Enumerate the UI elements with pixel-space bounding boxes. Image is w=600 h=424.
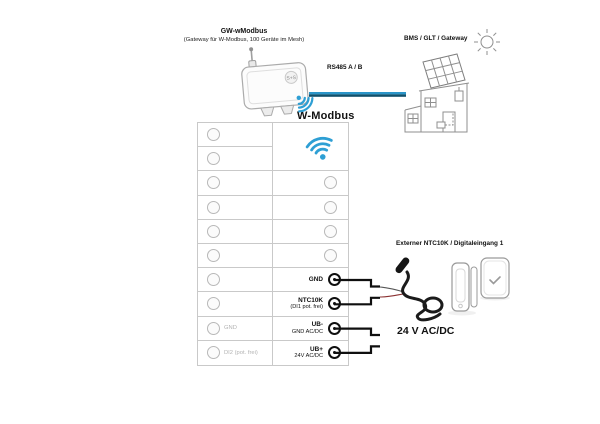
device-logo: S+S <box>286 75 297 82</box>
terminal-cell <box>273 220 348 244</box>
terminal-circle <box>207 273 220 287</box>
terminal-ring <box>328 297 341 311</box>
wifi-icon <box>305 136 333 160</box>
terminal-cell <box>198 292 273 317</box>
terminal-circle <box>207 321 220 335</box>
terminal-ring <box>328 273 341 287</box>
ntc-sensor-photo <box>395 257 444 322</box>
gateway-device-illustration: S+S <box>241 47 309 117</box>
gateway-subtitle: (Gateway für W-Modbus, 100 Geräte im Mes… <box>183 36 305 43</box>
terminal-cell <box>198 123 273 148</box>
rs485-bus-line <box>309 92 406 97</box>
terminal-block: GND DI2 (pot. frei) GND <box>197 122 349 366</box>
terminal-ub-plus: UB+ 24V AC/DC <box>273 341 348 365</box>
terminal-ub-minus: UB- GND AC/DC <box>273 317 348 341</box>
sensor-lead <box>379 286 405 293</box>
terminal-circle <box>207 224 220 238</box>
terminal-circle <box>207 128 220 142</box>
terminal-cell-di2: DI2 (pot. frei) <box>198 340 273 365</box>
terminal-ntc10k: NTC10K (DI1 pot. frei) <box>273 292 348 317</box>
gateway-label: GW-wModbus (Gateway für W-Modbus, 100 Ge… <box>158 28 330 44</box>
terminal-label-group: GND <box>308 275 323 283</box>
terminal-cell <box>198 147 273 172</box>
terminal-cell <box>198 195 273 220</box>
terminal-cell <box>198 171 273 196</box>
terminal-circle <box>324 200 337 214</box>
terminal-cell <box>273 196 348 220</box>
terminal-circle <box>207 346 220 360</box>
terminal-circle <box>207 152 220 166</box>
building-illustration <box>404 29 500 133</box>
terminal-label-group: UB+ 24V AC/DC <box>294 345 323 360</box>
bms-label: BMS / GLT / Gateway <box>404 35 468 42</box>
sun-icon <box>474 29 500 55</box>
terminal-cell <box>198 219 273 244</box>
terminal-gnd: GND <box>273 268 348 293</box>
wmodbus-radio-cell <box>273 123 348 172</box>
terminal-ring <box>328 321 341 335</box>
terminal-circle <box>324 224 337 238</box>
rs485-label: RS485 A / B <box>327 64 363 71</box>
terminal-label: GND <box>224 325 237 332</box>
terminal-circle <box>324 249 337 263</box>
room-sensor-photo <box>480 257 510 301</box>
terminal-label-group: NTC10K (DI1 pot. frei) <box>290 296 323 311</box>
wmodbus-label: W-Modbus <box>297 110 355 122</box>
terminal-circle <box>207 249 220 263</box>
terminal-circle <box>207 200 220 214</box>
terminal-ring <box>328 346 341 360</box>
terminal-cell <box>273 244 348 269</box>
window-contact-photo <box>448 262 478 316</box>
terminal-circle <box>207 297 220 311</box>
terminal-label-group: UB- GND AC/DC <box>291 321 323 335</box>
external-input-label: Externer NTC10K / Digitaleingang 1 <box>396 240 504 247</box>
terminal-cell-gnd: GND <box>198 316 273 341</box>
terminal-circle <box>324 176 337 190</box>
gateway-title: GW-wModbus <box>220 28 268 35</box>
terminal-cell <box>198 268 273 293</box>
terminal-cell <box>273 171 348 196</box>
sensor-lead <box>379 293 404 298</box>
power-label: 24 V AC/DC <box>397 325 455 337</box>
terminal-label: DI2 (pot. frei) <box>224 349 258 356</box>
terminal-cell <box>198 244 273 269</box>
terminal-circle <box>207 176 220 190</box>
